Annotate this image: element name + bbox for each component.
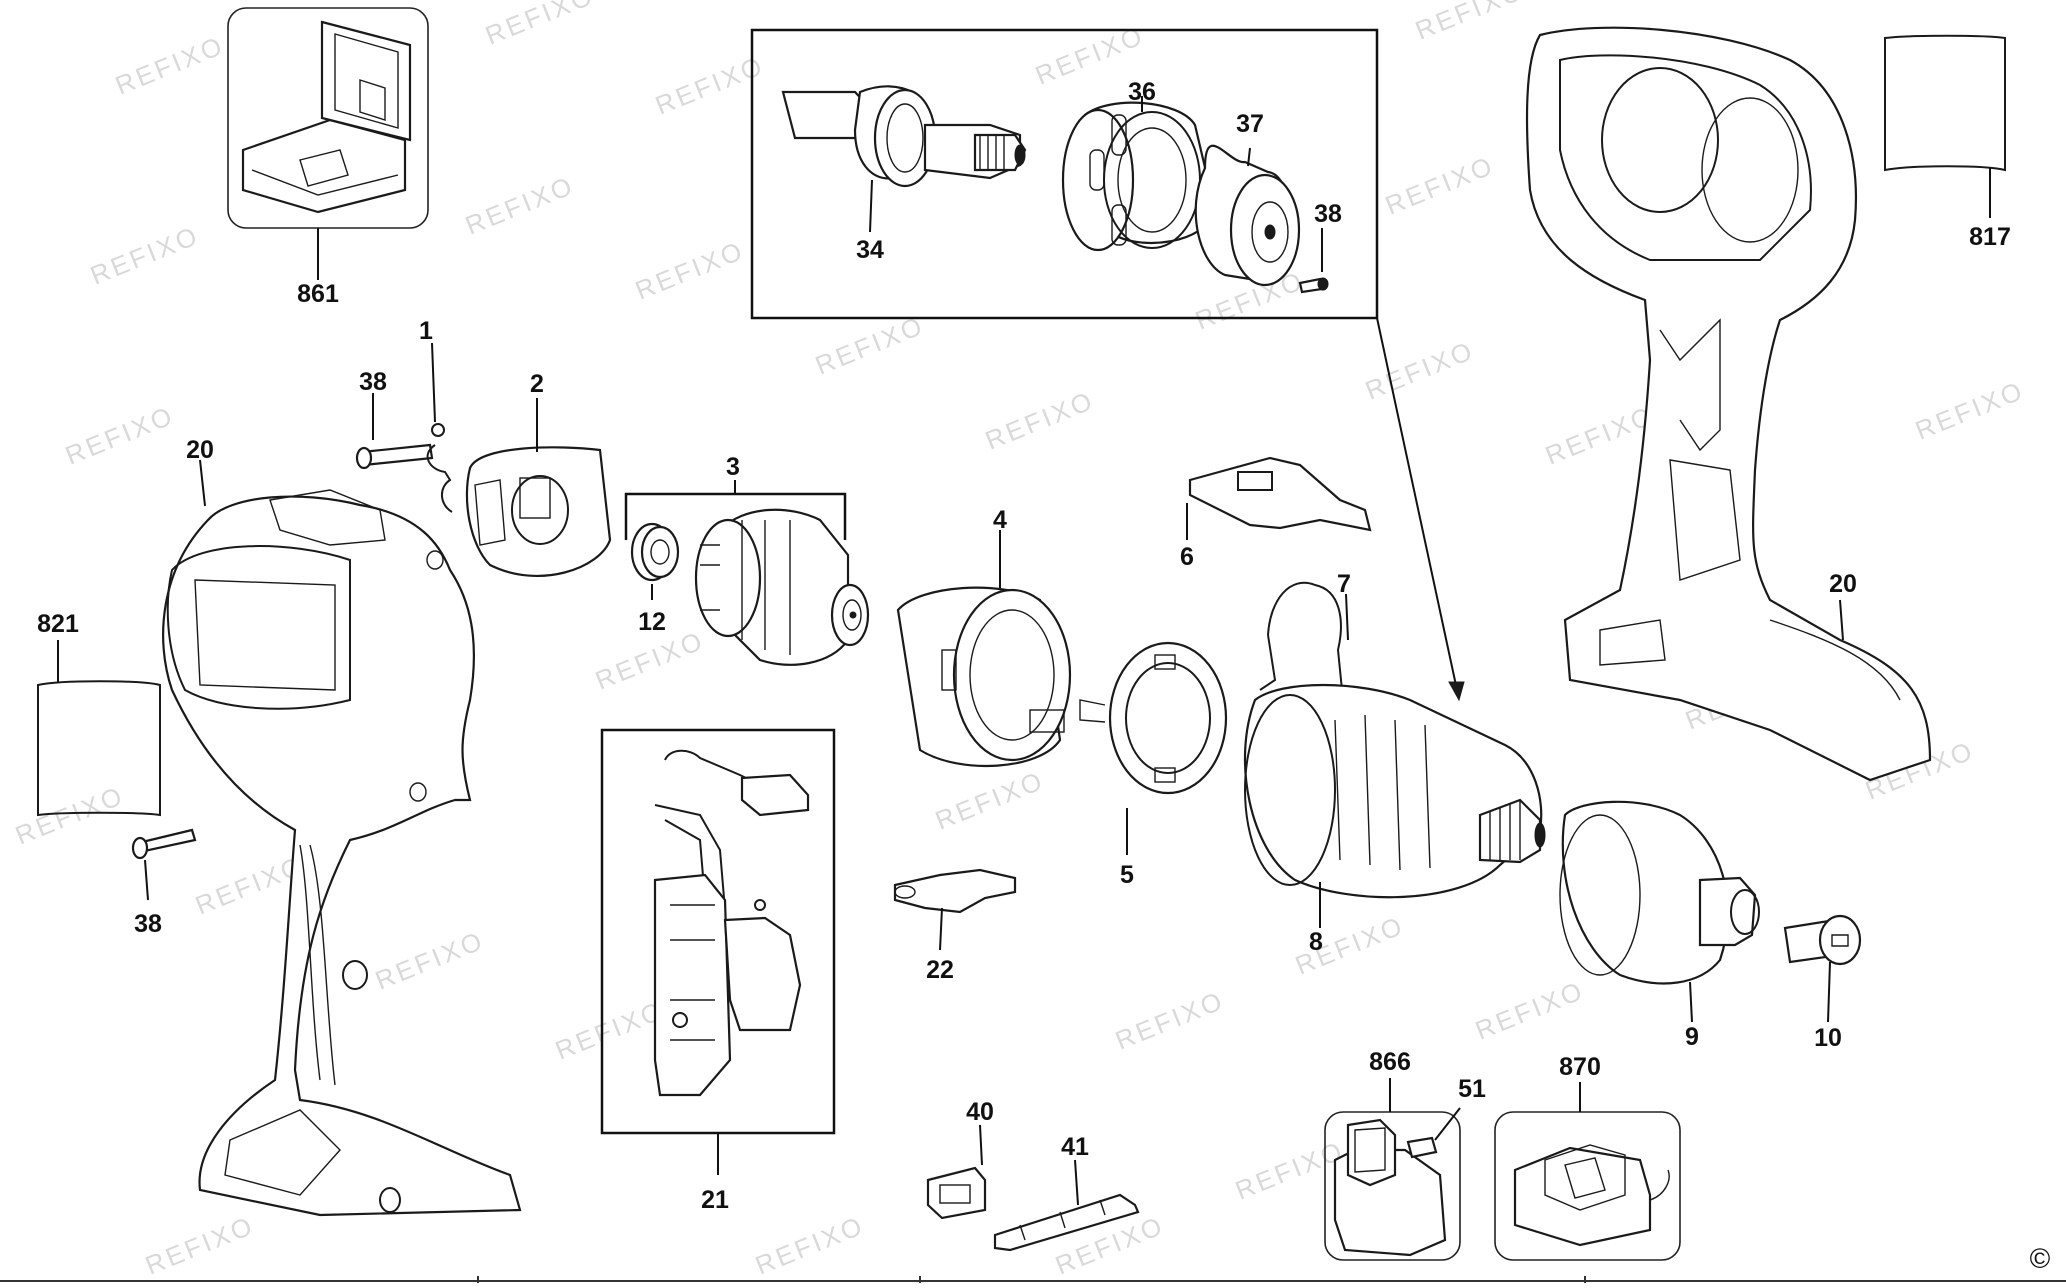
watermark: REFIXO: [751, 1210, 869, 1281]
part-7-spring: [1259, 582, 1349, 691]
part-6-top-plate: [1186, 456, 1372, 540]
watermark: REFIXO: [11, 780, 129, 851]
part-36-ring-gear: [1061, 96, 1217, 252]
watermark: REFIXO: [371, 925, 489, 996]
watermark: REFIXO: [61, 400, 179, 471]
part-37-bearing-housing: [1194, 144, 1301, 287]
callout-34: 34: [856, 236, 884, 264]
copyright-mark: ©: [2030, 1243, 2051, 1274]
callout-37: 37: [1236, 110, 1264, 138]
part-40-clip: [926, 1124, 987, 1220]
callout-9: 9: [1685, 1023, 1699, 1051]
watermark: REFIXO: [86, 220, 204, 291]
callout-870: 870: [1559, 1053, 1601, 1081]
watermark: REFIXO: [481, 0, 599, 51]
callout-861: 861: [297, 280, 339, 308]
part-10-screw: [1783, 914, 1862, 1023]
watermark: REFIXO: [461, 170, 579, 241]
part-51-cap: [1406, 1107, 1461, 1159]
inset-frame: [750, 28, 1379, 320]
callout-2: 2: [530, 370, 544, 398]
part-9-chuck: [1559, 800, 1760, 1023]
part-12-bearing: [630, 522, 680, 600]
callout-21: 21: [701, 1186, 729, 1214]
callout-38-bottom: 38: [134, 910, 162, 938]
callout-8: 8: [1309, 928, 1323, 956]
watermark: REFIXO: [931, 765, 1049, 836]
watermark: REFIXO: [111, 30, 229, 101]
part-5-clutch-plate: [1079, 641, 1228, 855]
watermark: REFIXO: [551, 995, 669, 1066]
part-817-label: [1884, 34, 2006, 218]
callout-labels: 1 2 3 4 5 6 7 8 9 10 12 20 20 21 22 34 3…: [37, 78, 2011, 1214]
watermark: REFIXO: [1111, 985, 1229, 1056]
part-870-charger: [1494, 1082, 1681, 1261]
part-38-screw-small: [1298, 228, 1329, 294]
callout-40: 40: [966, 1098, 994, 1126]
inset-pointer-arrow: [1376, 317, 1458, 691]
callout-821: 821: [37, 610, 79, 638]
part-22-switch-lever: [893, 868, 1017, 951]
part-1-clip: [426, 342, 453, 513]
callout-7: 7: [1337, 570, 1351, 598]
part-866-battery: [1324, 1078, 1461, 1261]
callout-6: 6: [1180, 543, 1194, 571]
part-38-bolt-top: [355, 393, 434, 470]
part-3-motor: [624, 480, 870, 666]
watermark: REFIXO: [1471, 975, 1589, 1046]
callout-1: 1: [419, 317, 433, 345]
part-2-end-plate: [465, 398, 612, 578]
callout-22: 22: [926, 956, 954, 984]
watermark: REFIXO: [141, 1210, 259, 1281]
callout-4: 4: [993, 506, 1007, 534]
watermark: REFIXO: [1381, 150, 1499, 221]
callout-3: 3: [726, 453, 740, 481]
watermark: REFIXO: [1361, 335, 1479, 406]
part-34-spindle: [781, 85, 1027, 233]
callout-12: 12: [638, 608, 666, 636]
part-20-right-housing: [1525, 26, 1932, 782]
part-4-sleeve: [896, 530, 1072, 768]
part-20-left-housing: [162, 459, 522, 1217]
inset-spindle-assembly: [750, 28, 1465, 702]
callout-866: 866: [1369, 1048, 1411, 1076]
callout-41: 41: [1061, 1133, 1089, 1161]
part-41-bit: [993, 1159, 1140, 1252]
callout-5: 5: [1120, 861, 1134, 889]
watermark: REFIXO: [1231, 1135, 1349, 1206]
part-8-gearbox: [1243, 683, 1546, 928]
part-21-switch-inset: [600, 728, 836, 1175]
watermark: REFIXO: [811, 310, 929, 381]
callout-817: 817: [1969, 223, 2011, 251]
callout-10: 10: [1814, 1024, 1842, 1052]
part-38-bolt-bottom: [131, 828, 197, 901]
callout-51: 51: [1458, 1075, 1486, 1103]
callout-36: 36: [1128, 78, 1156, 106]
watermark: REFIXO: [1411, 0, 1529, 46]
part-821-label: [37, 640, 161, 817]
part-861-carrying-case: [227, 7, 429, 280]
watermark: REFIXO: [631, 235, 749, 306]
watermark: REFIXO: [1911, 375, 2029, 446]
callout-38-inset: 38: [1314, 200, 1342, 228]
callout-38-top: 38: [359, 368, 387, 396]
watermark: REFIXO: [981, 385, 1099, 456]
callout-20-right: 20: [1829, 570, 1857, 598]
callout-20-left: 20: [186, 436, 214, 464]
arrow-head: [1448, 681, 1465, 702]
